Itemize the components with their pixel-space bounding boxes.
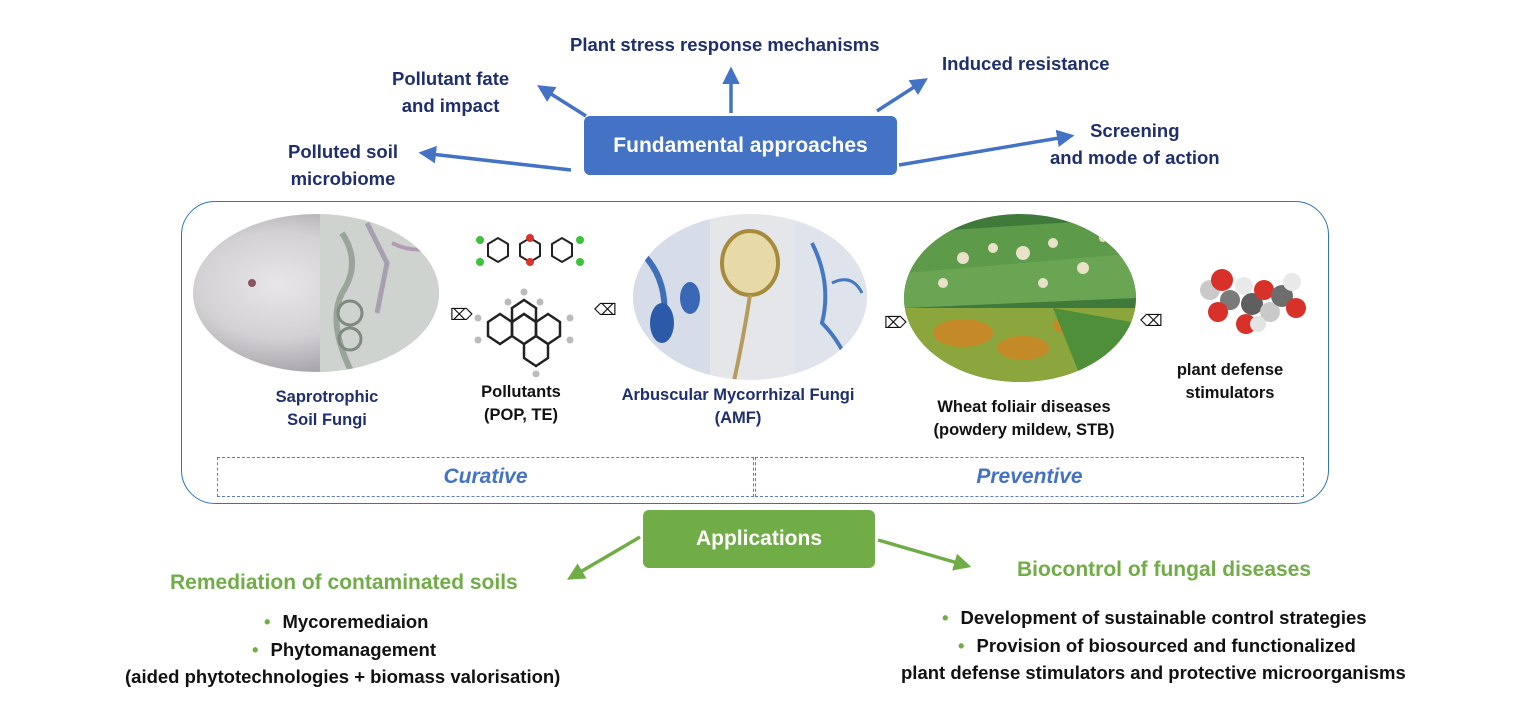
preventive-label: Preventive <box>976 465 1083 488</box>
topic-pollutant-fate: Pollutant fate and impact <box>392 66 509 120</box>
topic-line: Pollutant fate <box>392 68 510 89</box>
caption-wheat: Wheat foliair diseases (powdery mildew, … <box>918 396 1130 442</box>
biocontrol-note: plant defense stimulators and protective… <box>901 662 1406 683</box>
defense-stimulator-molecule-image <box>1200 269 1306 334</box>
caption-line: Arbuscular Mycorrhizal Fungi <box>621 386 855 404</box>
topic-screening: Screening and mode of action <box>1050 118 1220 172</box>
caption-pollutants: Pollutants (POP, TE) <box>461 381 581 427</box>
arrow-to-polluted-soil <box>418 145 572 172</box>
arrow-to-induced-resistance <box>876 78 928 113</box>
topic-line: Polluted soil <box>288 141 398 162</box>
fundamental-approaches-label: Fundamental approaches <box>613 133 868 157</box>
topic-line: microbiome <box>290 167 396 189</box>
arrow-to-pollutant-fate <box>537 85 587 118</box>
bullet-icon: • <box>252 639 259 660</box>
caption-line: Pollutants <box>481 383 561 401</box>
amf-image <box>633 214 867 380</box>
caption-line: (AMF) <box>714 409 762 428</box>
remediation-note: (aided phytotechnologies + biomass valor… <box>125 666 561 687</box>
biocontrol-item-text: Provision of biosourced and functionaliz… <box>976 635 1356 656</box>
biocontrol-item: • Provision of biosourced and functionali… <box>958 635 1356 657</box>
applications-label: Applications <box>695 527 822 550</box>
bullet-icon: • <box>942 607 949 628</box>
biocontrol-item-text: Development of sustainable control strat… <box>960 607 1367 628</box>
fundamental-approaches-box: Fundamental approaches <box>584 116 897 175</box>
remediation-item-text: Mycoremediaion <box>282 611 429 632</box>
arrow-to-remediation <box>566 535 641 580</box>
applications-box: Applications <box>643 510 875 568</box>
arrow-to-biocontrol <box>877 538 972 571</box>
caption-stimulators: plant defense stimulators <box>1166 359 1294 405</box>
remediation-item: • Mycoremediaion <box>264 611 428 633</box>
caption-amf: Arbuscular Mycorrhizal Fungi (AMF) <box>612 384 864 430</box>
topic-line: and mode of action <box>1050 146 1220 168</box>
preventive-mode-box: Preventive <box>755 457 1304 497</box>
topic-line: Screening <box>1090 120 1180 141</box>
pollutant-molecules-image <box>474 234 584 377</box>
interaction-icon: ⌦ <box>450 305 473 324</box>
topic-plant-stress: Plant stress response mechanisms <box>570 32 880 59</box>
caption-line: (POP, TE) <box>484 406 558 425</box>
bullet-icon: • <box>958 635 965 656</box>
organisms-panel <box>181 201 1329 504</box>
remediation-title: Remediation of contaminated soils <box>170 571 518 594</box>
wheat-disease-image <box>904 214 1136 382</box>
biocontrol-item: • Development of sustainable control stra… <box>942 607 1367 629</box>
caption-line: Soil Fungi <box>287 411 367 430</box>
topic-line: Plant stress response mechanisms <box>570 34 880 55</box>
topic-line: and impact <box>401 94 500 116</box>
bullet-icon: • <box>264 611 271 632</box>
caption-line: Wheat foliair diseases <box>937 398 1111 416</box>
caption-line: plant defense <box>1176 361 1284 379</box>
remediation-item-text: Phytomanagement <box>270 639 436 660</box>
curative-label: Curative <box>443 465 528 488</box>
arrow-to-screening <box>898 129 1075 167</box>
caption-saprotrophic: Saprotrophic Soil Fungi <box>262 386 392 432</box>
topic-line: Induced resistance <box>942 53 1110 74</box>
topic-induced-resistance: Induced resistance <box>942 51 1110 78</box>
interaction-icon: ⌫ <box>1140 311 1163 330</box>
caption-line: (powdery mildew, STB) <box>933 421 1115 440</box>
interaction-icon: ⌫ <box>594 300 617 319</box>
caption-line: stimulators <box>1185 384 1275 403</box>
caption-line: Saprotrophic <box>275 388 379 406</box>
saprotrophic-fungi-image <box>193 214 439 372</box>
interaction-icon: ⌦ <box>884 313 907 332</box>
remediation-item: • Phytomanagement <box>252 639 436 661</box>
biocontrol-title: Biocontrol of fungal diseases <box>1017 558 1312 581</box>
curative-mode-box: Curative <box>217 457 754 497</box>
topic-polluted-soil: Polluted soil microbiome <box>288 139 398 193</box>
